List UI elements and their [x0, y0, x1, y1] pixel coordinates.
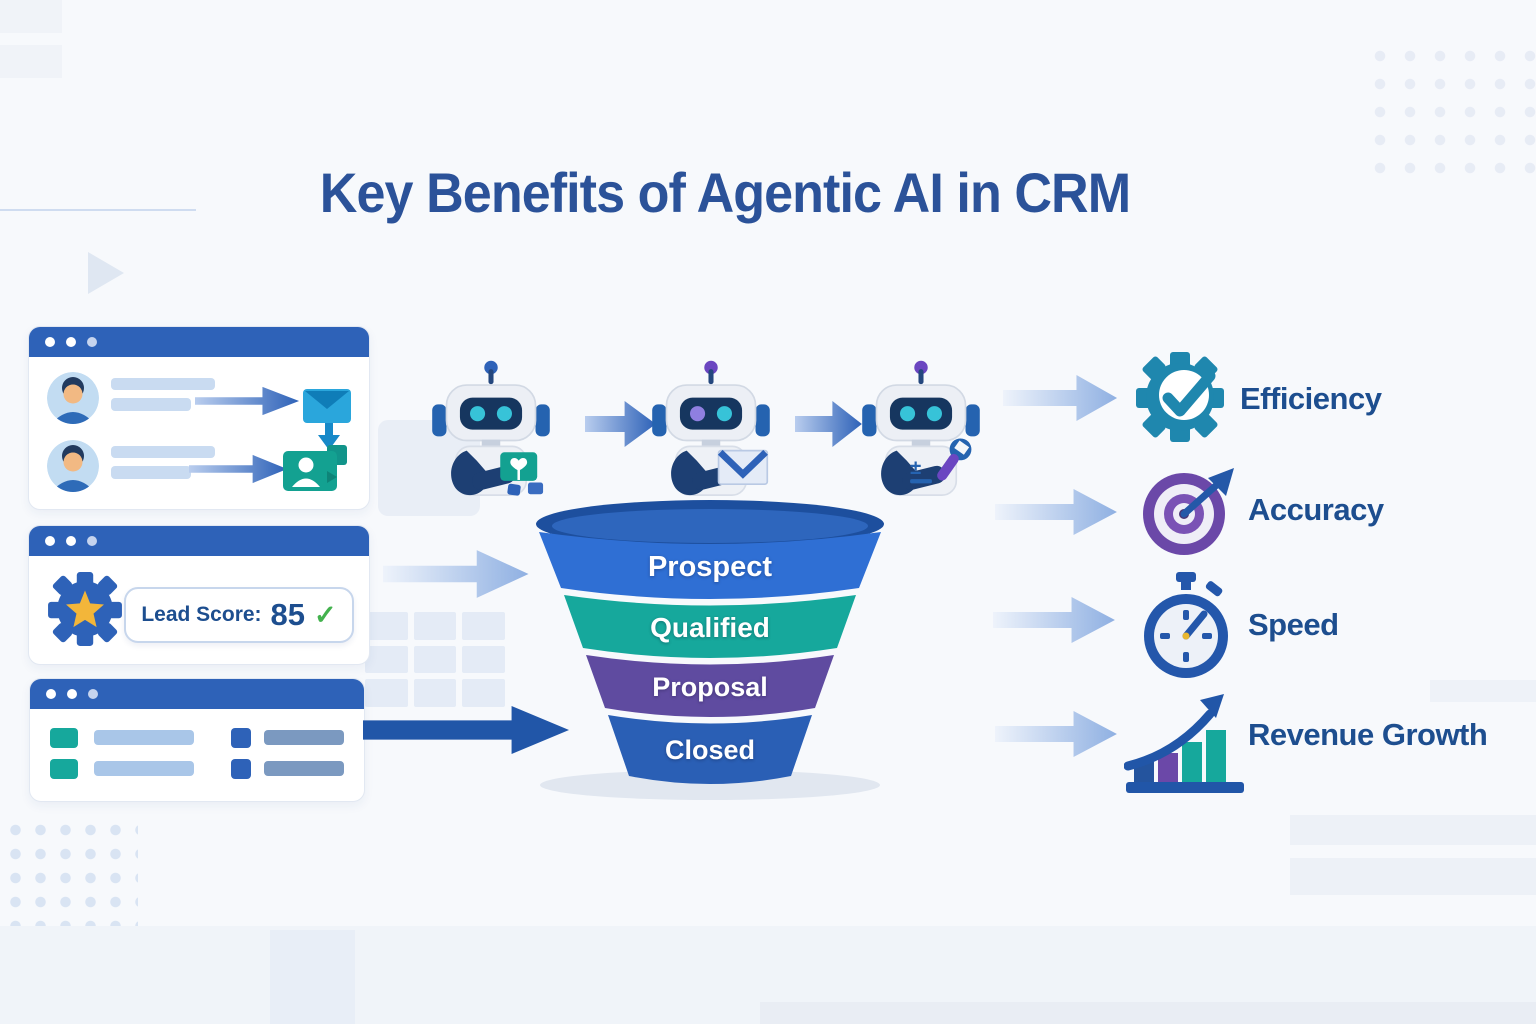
arrow-to-accuracy [995, 489, 1117, 535]
data-table-window [29, 678, 365, 802]
robot-eye [470, 406, 486, 422]
window-dot [66, 536, 76, 546]
avatar-icon [47, 440, 99, 492]
text-bar [111, 378, 215, 390]
window-titlebar [29, 327, 369, 357]
envelope-icon [717, 449, 769, 486]
window-titlebar [30, 679, 364, 709]
robot-eye [690, 406, 706, 422]
checkmark-icon: ✓ [314, 599, 337, 630]
blue-cell [231, 728, 251, 748]
arrow-right-icon [189, 454, 288, 484]
robot-eye [716, 406, 732, 422]
benefit-label-efficiency: Efficiency [1240, 381, 1382, 416]
funnel-stage-label: Proposal [652, 672, 768, 702]
benefit-label-revenue-growth: Revenue Growth [1248, 717, 1488, 752]
robot-eye [926, 406, 942, 422]
growth-chart-icon [1124, 694, 1244, 793]
window-dot [45, 536, 55, 546]
robot-eye [900, 406, 916, 422]
page-title: Key Benefits of Agentic AI in CRM [319, 161, 1131, 224]
maintenance-robot: ± [862, 360, 980, 496]
window-dot [67, 689, 77, 699]
funnel-stage-label: Prospect [647, 551, 773, 583]
robot-eye [496, 406, 512, 422]
arrow-to-revenue-growth [995, 711, 1117, 757]
text-bar [111, 446, 215, 458]
decor-bar [760, 1002, 1536, 1024]
window-dot [88, 689, 98, 699]
text-bar [111, 398, 191, 411]
arrow-robot1-to-robot2 [585, 401, 656, 447]
arrow-to-speed [993, 597, 1115, 643]
text-bar [94, 730, 194, 745]
decor-rect [270, 930, 355, 1024]
decor-bar [1430, 680, 1536, 702]
teal-cell [50, 728, 78, 748]
teal-cell [50, 759, 78, 779]
window-dot [87, 337, 97, 347]
lead-score-value: 85 [270, 597, 306, 632]
stopwatch-icon [1144, 572, 1228, 678]
decor-dot-grid [1365, 42, 1536, 177]
arrow-down-icon [318, 423, 340, 450]
funnel-stage-label: Closed [664, 735, 756, 765]
text-bar [264, 730, 344, 745]
arrow-right-icon [195, 386, 300, 416]
lead-score-label: Lead Score: [141, 603, 262, 626]
benefit-label-accuracy: Accuracy [1248, 492, 1384, 527]
window-dot [66, 337, 76, 347]
window-titlebar [29, 526, 369, 556]
sales-funnel: Prospect Qualified Proposal Closed [533, 498, 887, 808]
decor-bar [1290, 815, 1536, 845]
arrow-window3-to-funnel [363, 706, 570, 754]
window-dot [45, 337, 55, 347]
engagement-robot [432, 360, 550, 496]
benefit-label-speed: Speed [1248, 607, 1339, 642]
blue-cell [231, 759, 251, 779]
arrow-window2-to-funnel [383, 550, 529, 598]
funnel-stage-prospect [539, 532, 881, 599]
gear-star-icon [48, 572, 122, 646]
text-bar [94, 761, 194, 776]
lead-score-pill: Lead Score: 85 ✓ [124, 587, 354, 643]
decor-line [0, 209, 196, 211]
arrow-robot2-to-robot3 [795, 401, 862, 447]
window-dot [46, 689, 56, 699]
funnel-stage-qualified [564, 595, 856, 658]
funnel-graphic [536, 500, 884, 800]
gear-check-icon [1136, 352, 1224, 442]
decor-ghost-table [365, 612, 505, 707]
plus-minus-glyph: ± [910, 457, 921, 479]
funnel-stage-label: Qualified [650, 612, 770, 643]
email-icon [303, 389, 351, 423]
avatar-icon [47, 372, 99, 424]
decor-rect [0, 45, 62, 78]
text-bar [264, 761, 344, 776]
text-bar [111, 466, 191, 479]
window-dot [87, 536, 97, 546]
wrench-icon [937, 438, 972, 481]
arrow-to-efficiency [1003, 375, 1118, 421]
lead-scoring-window: Lead Score: 85 ✓ [28, 525, 370, 665]
contact-list-window [28, 326, 370, 510]
funnel-stage-proposal [586, 655, 834, 717]
decor-bar [1290, 858, 1536, 895]
contact-card-icon [283, 445, 347, 491]
decor-chevron [88, 252, 124, 294]
decor-rect [0, 0, 62, 33]
heart-card-icon [500, 452, 544, 496]
target-dart-icon [1143, 468, 1234, 555]
email-robot [652, 360, 770, 496]
funnel-stage-closed [608, 715, 812, 784]
